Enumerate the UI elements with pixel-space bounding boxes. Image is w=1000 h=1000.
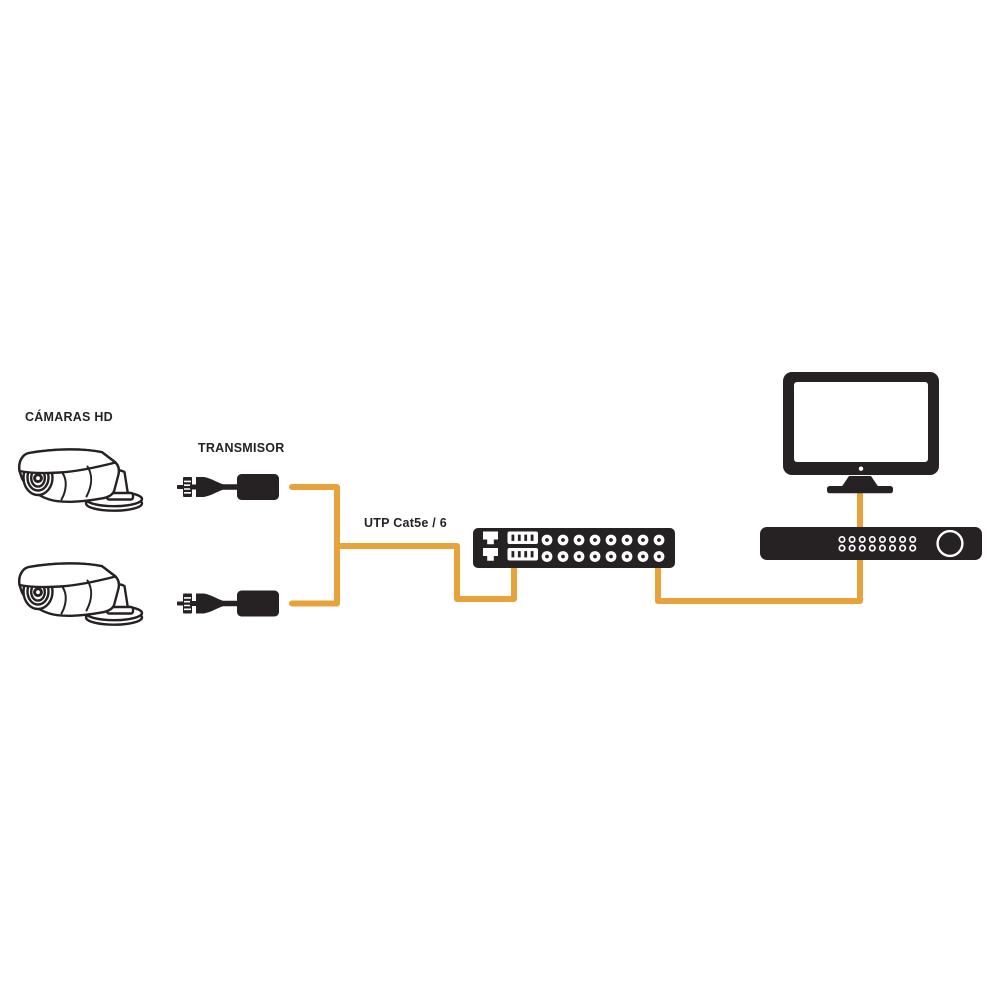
dvr-body — [760, 527, 982, 560]
monitor-screen — [794, 382, 928, 462]
video-balun-transmitter-icon-1 — [176, 473, 280, 501]
monitor-stand — [840, 476, 880, 489]
rj45-port-icon — [482, 548, 498, 561]
utp-cable-label: UTP Cat5e / 6 — [364, 516, 447, 530]
dip-switch-icon — [507, 531, 538, 544]
receiver-hub — [473, 528, 675, 568]
transmitter-label: TRANSMISOR — [198, 441, 285, 455]
rj45-port-icon — [482, 531, 498, 545]
cable-trunk-to-hub — [334, 543, 517, 602]
receiver-hub-body — [473, 528, 675, 568]
monitor-power-led — [858, 466, 864, 471]
hd-bullet-camera-icon-1 — [17, 447, 144, 513]
jog-dial-icon — [936, 529, 964, 558]
cameras-label: CÁMARAS HD — [25, 409, 113, 424]
monitor-stand-base — [827, 486, 893, 494]
cable-hub-to-dvr — [655, 557, 863, 604]
dvr-recorder — [760, 527, 982, 560]
monitor-icon — [783, 372, 939, 494]
utp-cables — [289, 484, 863, 607]
bnc-connector-grid — [541, 534, 665, 562]
hd-bullet-camera-icon-2 — [17, 561, 144, 627]
dvr-button-grid — [838, 535, 917, 552]
dip-switch-icon — [507, 548, 538, 561]
cable-transmitters-trunk — [289, 484, 340, 607]
video-balun-transmitter-icon-2 — [176, 589, 280, 618]
